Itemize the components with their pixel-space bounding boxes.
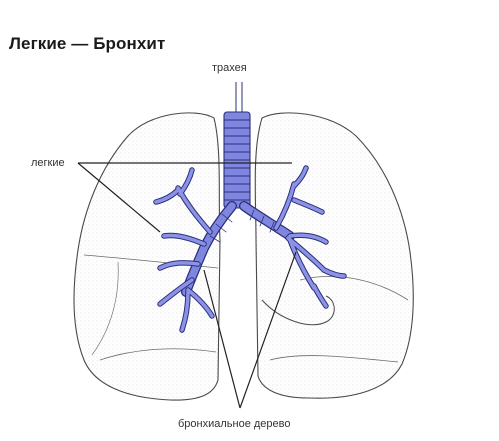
right-lung: [254, 112, 414, 399]
bronch-leader-right: [239, 251, 297, 409]
trachea: [223, 82, 251, 209]
diagram-title: Легкие — Бронхит: [9, 34, 166, 53]
bronchial-tree-label: бронхиальное дерево: [178, 418, 291, 430]
trachea-label: трахея: [212, 62, 247, 74]
leader-lines: [77, 162, 297, 409]
bronch-leader-left: [203, 269, 241, 409]
lungs-label: легкие: [31, 157, 65, 169]
bronchial-tree: [153, 165, 347, 333]
lungs-leader-left: [77, 162, 161, 233]
